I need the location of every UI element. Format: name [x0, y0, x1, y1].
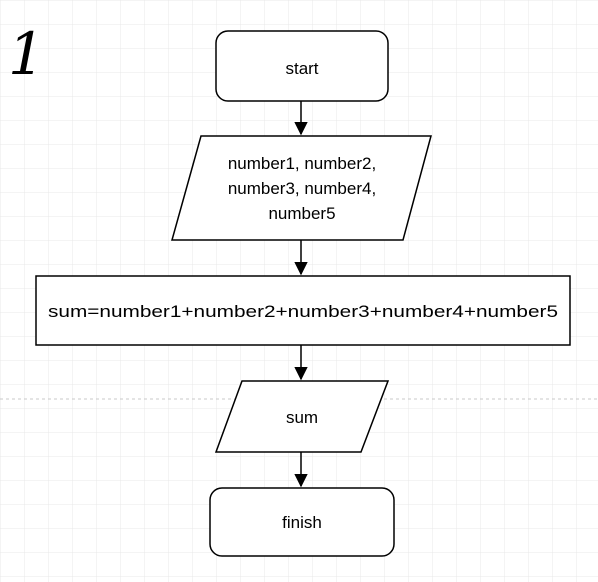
input-label-line-1: number1, number2, [228, 154, 376, 173]
input-label-line-3: number5 [268, 204, 335, 223]
output-shape [214, 380, 390, 453]
input-shape [171, 135, 432, 241]
process-node[interactable]: sum=number1+number2+number3+number4+numb… [35, 275, 571, 346]
input-node[interactable]: number1, number2, number3, number4, numb… [171, 135, 432, 241]
finish-shape [209, 487, 395, 557]
process-label: sum=number1+number2+number3+number4+numb… [48, 302, 558, 321]
finish-node[interactable]: finish [209, 487, 395, 557]
output-label: sum [286, 408, 318, 427]
input-label-line-2: number3, number4, [228, 179, 376, 198]
start-node[interactable]: start [215, 30, 389, 102]
finish-label: finish [282, 513, 322, 532]
corner-label: 1 [8, 20, 45, 88]
process-shape [35, 275, 571, 346]
start-label: start [285, 59, 318, 78]
output-node[interactable]: sum [214, 380, 390, 453]
start-shape [215, 30, 389, 102]
